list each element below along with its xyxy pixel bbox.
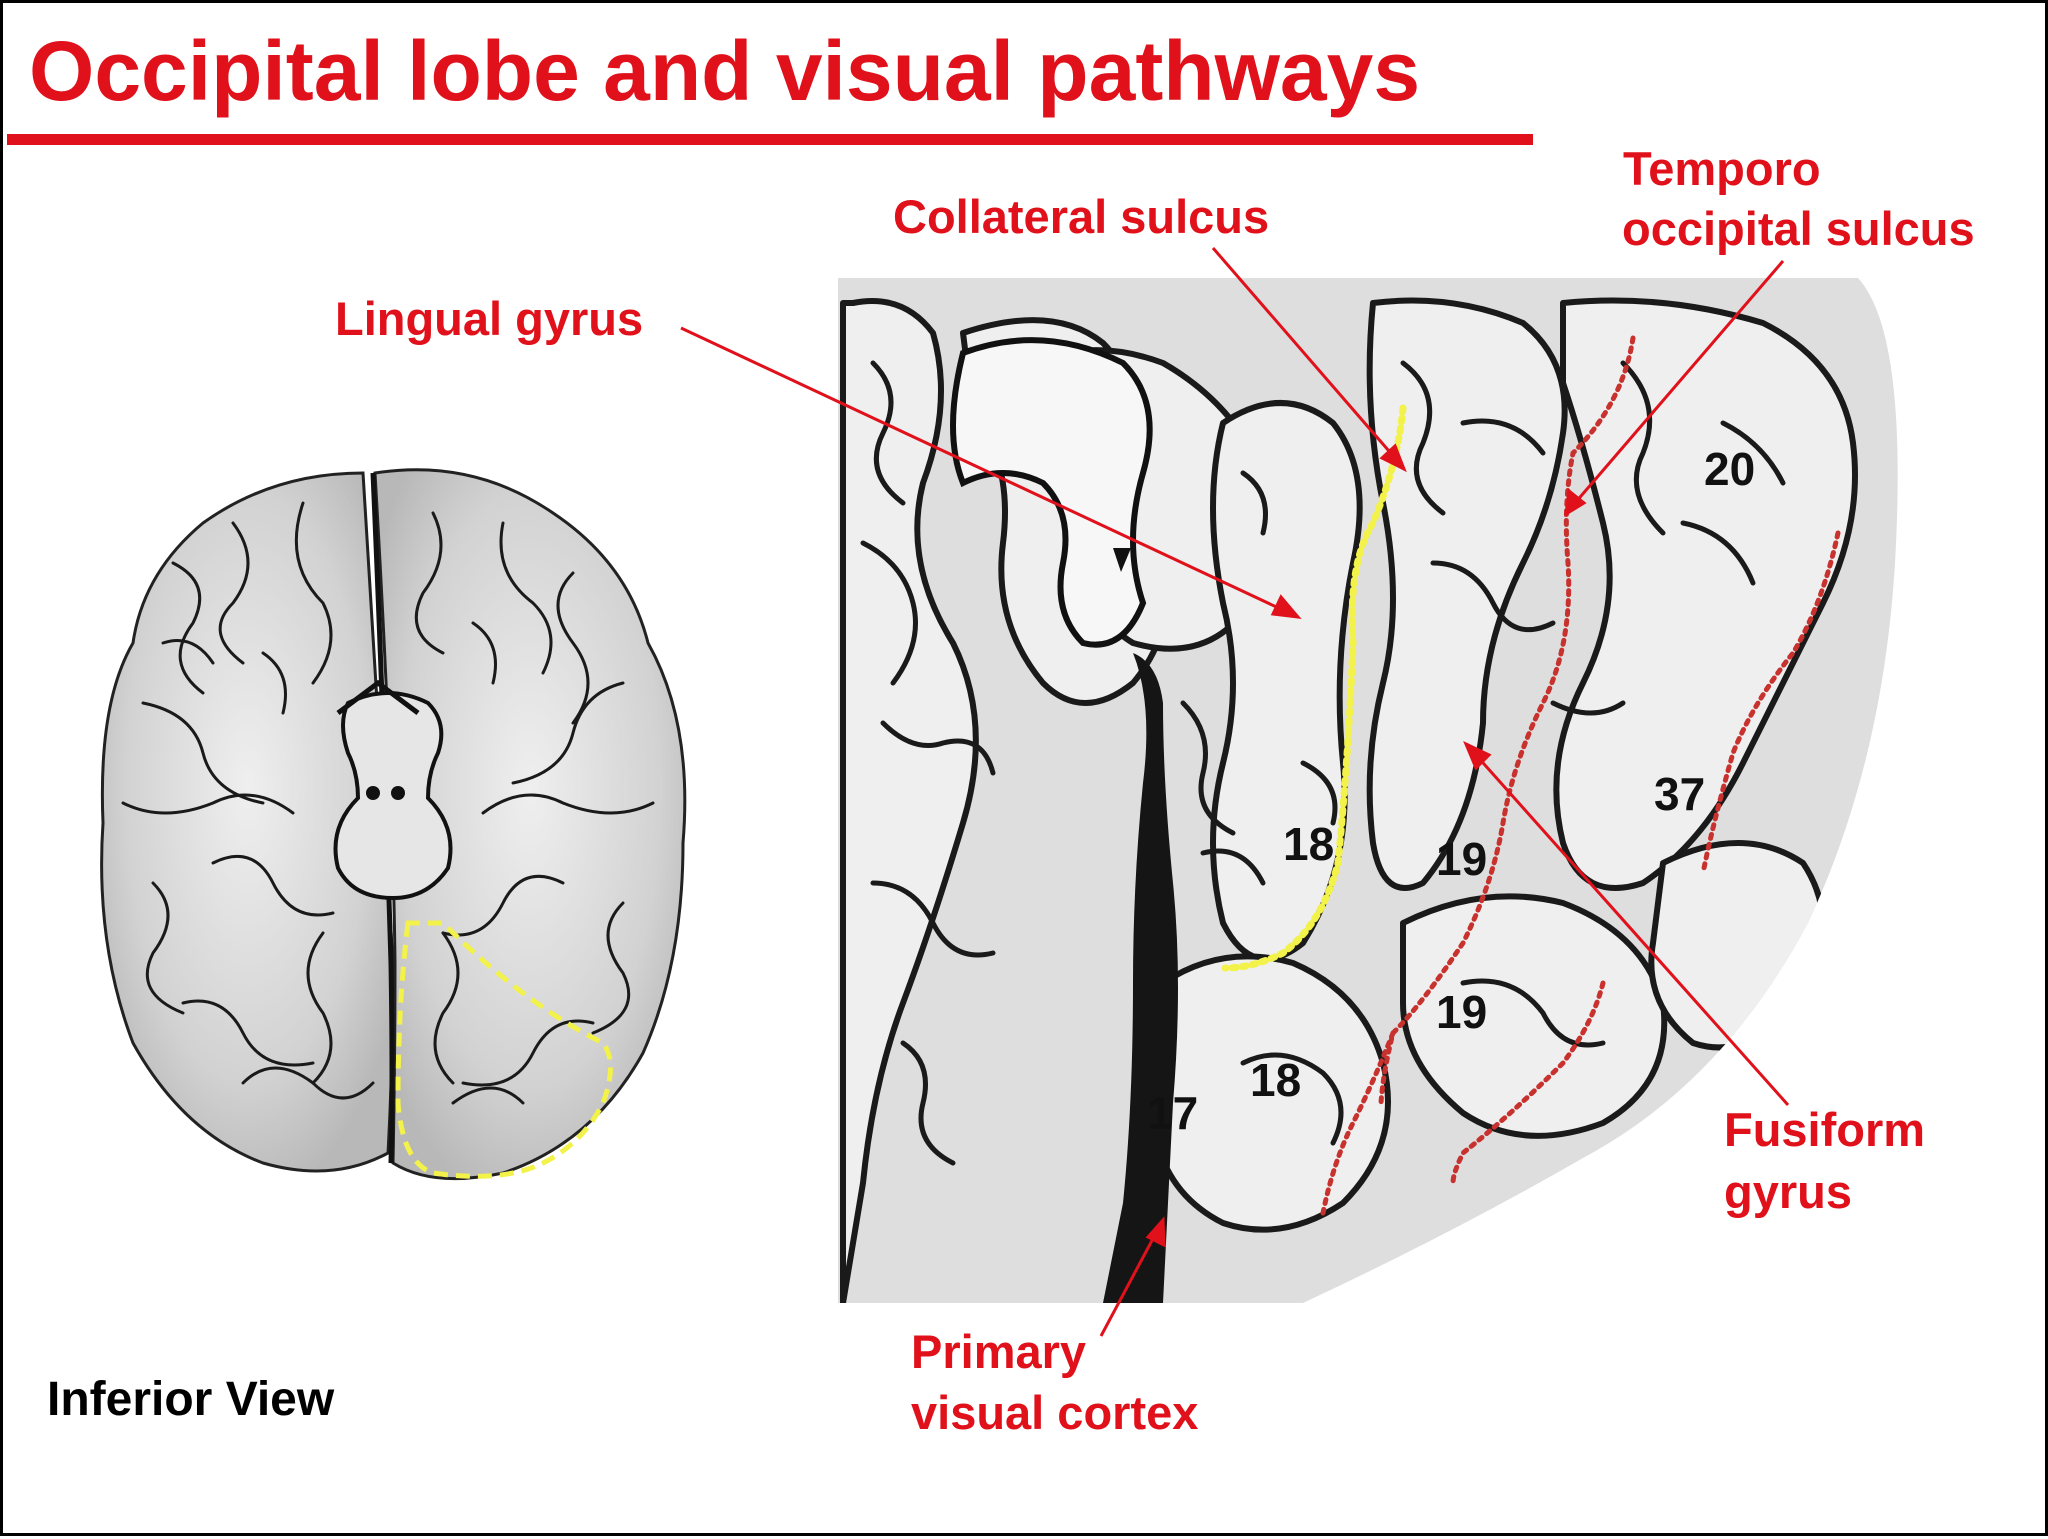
label-collateral-sulcus: Collateral sulcus xyxy=(893,190,1270,243)
lingual-gyrus-arrow xyxy=(680,326,1286,613)
temporo-occipital-arrow xyxy=(1573,260,1785,504)
temporo-occipital-sulcus-line xyxy=(1378,335,1636,1106)
label-lingual-gyrus: Lingual gyrus xyxy=(335,292,644,345)
brodmann-area-18-upper: 18 xyxy=(1283,818,1335,870)
interhemispheric-fissure xyxy=(1103,653,1178,1303)
brain-figure xyxy=(100,247,1898,1337)
label-temporo-occipital-line2: occipital sulcus xyxy=(1622,202,1975,255)
lateral-occipital-line xyxy=(1450,980,1606,1186)
title-underline xyxy=(7,134,1533,145)
brodmann-area-37: 37 xyxy=(1654,768,1706,820)
primary-visual-cortex-arrow xyxy=(1099,1232,1158,1337)
right-hemisphere xyxy=(373,468,687,1181)
label-fusiform-line2: gyrus xyxy=(1724,1165,1852,1218)
midbrain-section xyxy=(950,337,1153,648)
label-temporo-occipital-line1: Temporo xyxy=(1623,142,1821,195)
collateral-sulcus-line xyxy=(1221,404,1407,972)
fusiform-gyrus-arrow xyxy=(1474,754,1790,1106)
occipitotemporal-sulcus-line xyxy=(1700,530,1841,876)
label-primary-visual-line2: visual cortex xyxy=(911,1386,1199,1439)
medial-occipital-line xyxy=(1320,1030,1396,1216)
label-fusiform-line1: Fusiform xyxy=(1724,1103,1926,1156)
brodmann-area-19-lower: 19 xyxy=(1436,986,1488,1038)
brodmann-area-17: 17 xyxy=(1147,1087,1199,1139)
inferior-view-brain xyxy=(100,468,687,1181)
label-primary-visual-line1: Primary xyxy=(911,1325,1087,1378)
brodmann-area-18-lower: 18 xyxy=(1250,1054,1302,1106)
brodmann-area-20: 20 xyxy=(1704,443,1756,495)
occipital-outline-small xyxy=(395,920,613,1179)
leader-arrows xyxy=(680,247,1790,1337)
slide-title: Occipital lobe and visual pathways xyxy=(29,24,1421,118)
collateral-sulcus-arrow xyxy=(1211,247,1397,459)
inferior-view-caption: Inferior View xyxy=(47,1373,335,1426)
brodmann-area-19-upper: 19 xyxy=(1436,833,1488,885)
